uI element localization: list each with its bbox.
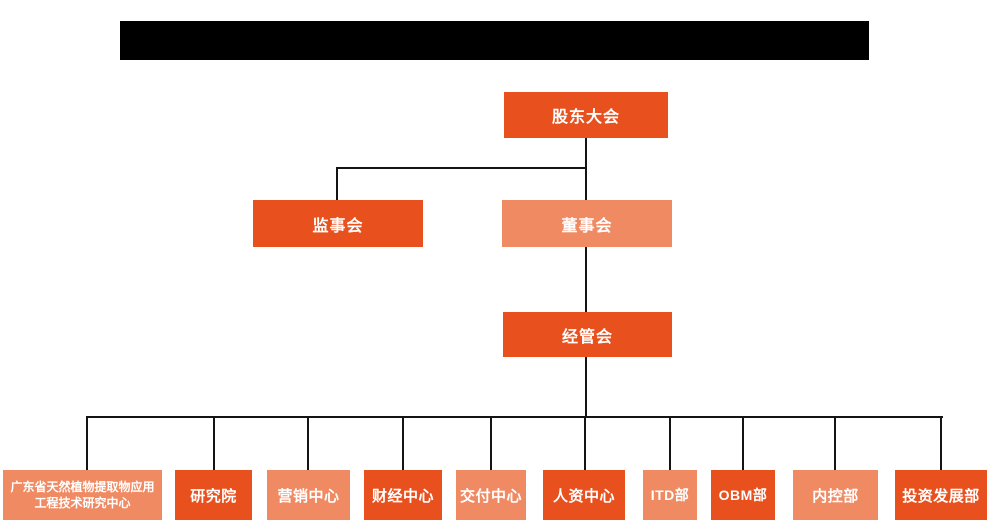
node-dept-delivery-center: 交付中心 [456,470,526,520]
connector-drop-dept-7 [742,416,744,470]
connector-drop-dept-4 [490,416,492,470]
connector-drop-dept-3 [402,416,404,470]
connector-drop-dept-0 [86,416,88,470]
node-shareholders-meeting: 股东大会 [504,92,668,138]
connector-shareholders-board [585,138,587,200]
connector-drop-dept-2 [307,416,309,470]
connector-board-management [585,247,587,312]
node-dept-research-institute: 研究院 [175,470,252,520]
node-dept-finance-center: 财经中心 [364,470,442,520]
node-dept-hr-center: 人资中心 [543,470,625,520]
connector-drop-dept-6 [669,416,671,470]
connector-drop-supervisory [336,167,338,200]
redacted-title-bar [120,21,869,60]
node-supervisory-board: 监事会 [253,200,423,247]
connector-drop-dept-1 [213,416,215,470]
node-dept-internal-control: 内控部 [793,470,878,520]
connector-drop-dept-8 [834,416,836,470]
node-board-of-directors: 董事会 [502,200,672,247]
node-management-committee: 经管会 [503,312,672,357]
node-dept-marketing-center: 营销中心 [267,470,350,520]
connector-drop-dept-5 [584,416,586,470]
connector-department-bus [86,416,943,418]
node-dept-research-center: 广东省天然植物提取物应用工程技术研究中心 [3,470,162,520]
node-dept-obm: OBM部 [711,470,775,520]
connector-drop-dept-9 [940,416,942,470]
node-dept-investment-development: 投资发展部 [895,470,987,520]
connector-branch-supervisory [336,167,587,169]
node-dept-itd: ITD部 [643,470,697,520]
connector-management-bus [585,357,587,417]
